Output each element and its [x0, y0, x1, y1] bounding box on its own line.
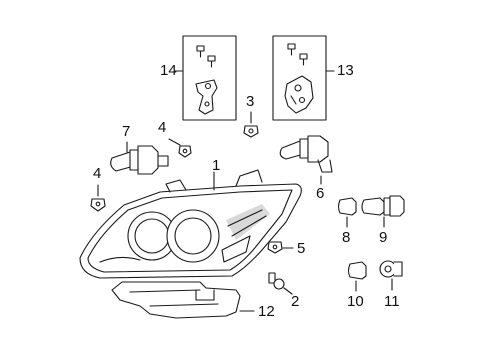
bolt-5-icon: [267, 241, 294, 254]
callout-13: 13: [337, 62, 354, 79]
callout-11: 11: [384, 293, 400, 310]
callout-8: 8: [342, 229, 351, 246]
bulb-8-icon: [337, 197, 357, 228]
callout-2: 2: [291, 293, 300, 310]
bracket-kit-14-box: [174, 35, 237, 121]
callout-3: 3: [246, 93, 255, 110]
bulb-10-icon: [347, 261, 367, 292]
kit-14-bolt-icon: [196, 45, 216, 68]
bulb-6-icon: [279, 135, 333, 185]
headlamp-assembly-icon: [79, 169, 302, 279]
callout-12: 12: [258, 303, 275, 320]
bulb-9-icon: [361, 195, 405, 228]
bolt-3-icon: [243, 111, 259, 138]
callout-14: 14: [160, 62, 177, 79]
callout-7: 7: [122, 123, 131, 140]
bracket-kit-13-box: [272, 35, 335, 121]
bulb-7-icon: [110, 141, 169, 175]
bolt-4-lower-icon: [90, 184, 106, 212]
callout-4-lower: 4: [93, 165, 102, 182]
callout-6: 6: [316, 185, 325, 202]
kit-14-bracket-icon: [195, 79, 218, 115]
callout-5: 5: [297, 240, 306, 257]
callout-4-upper: 4: [158, 119, 167, 136]
adjuster-2-icon: [268, 272, 293, 295]
bolt-4-upper-icon: [168, 138, 192, 158]
callout-1: 1: [212, 157, 221, 174]
callout-9: 9: [379, 229, 388, 246]
callout-10: 10: [347, 293, 364, 310]
lower-bracket-12-icon: [111, 281, 255, 319]
socket-11-icon: [379, 260, 403, 291]
kit-13-bolt-icon: [287, 43, 308, 66]
kit-13-bracket-icon: [284, 75, 314, 114]
